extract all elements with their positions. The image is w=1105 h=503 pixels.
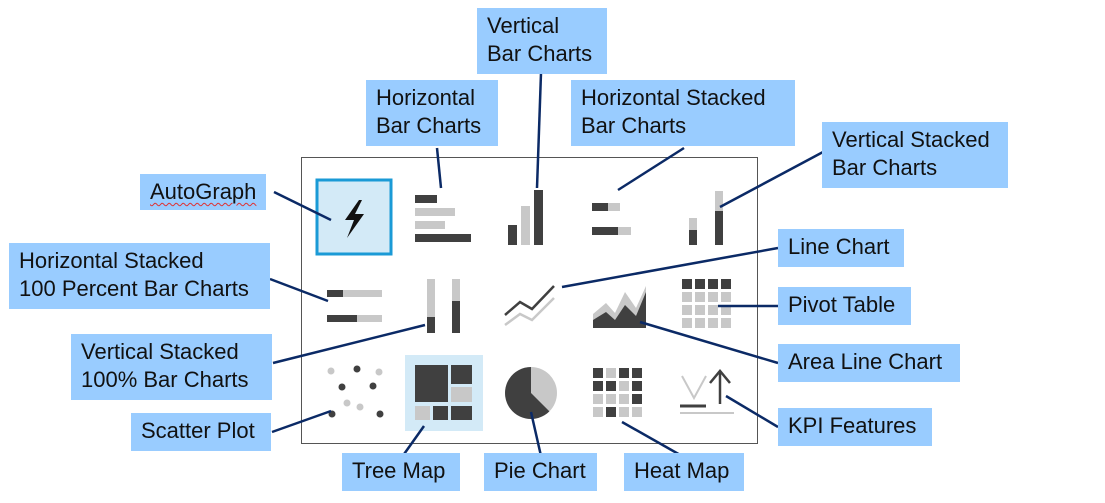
connector-tree-map: [400, 425, 426, 458]
tree-map-icon[interactable]: [405, 355, 483, 431]
horizontal-stacked-bar-chart-icon[interactable]: [592, 203, 631, 235]
grid-cell: [593, 368, 603, 378]
grid-cell: [695, 292, 705, 302]
horizontal-bar-chart-icon[interactable]: [415, 195, 471, 242]
label-line-chart: Line Chart: [778, 229, 904, 267]
grid-cell: [619, 381, 629, 391]
grid-cell: [682, 279, 692, 289]
connector-scatter-plot: [271, 409, 332, 434]
grid-cell: [632, 368, 642, 378]
label-vertical-bar: Vertical Bar Charts: [477, 8, 607, 74]
label-autograph: AutoGraph: [140, 174, 267, 210]
connector-vertical-stacked-100: [272, 323, 426, 365]
visualization-palette: [301, 157, 758, 444]
connector-horizontal-stacked-100: [269, 277, 329, 303]
grid-cell: [606, 368, 616, 378]
label-tree-map: Tree Map: [342, 453, 460, 491]
grid-cell: [721, 292, 731, 302]
grid-cell: [682, 318, 692, 328]
connector-horizontal-bar: [435, 147, 443, 189]
grid-cell: [593, 394, 603, 404]
connector-vertical-stacked: [719, 150, 824, 209]
grid-cell: [682, 305, 692, 315]
grid-cell: [708, 318, 718, 328]
connector-vertical-bar: [535, 72, 543, 189]
label-area-line-chart: Area Line Chart: [778, 344, 960, 382]
label-heat-map: Heat Map: [624, 453, 744, 491]
vertical-bar-chart-icon[interactable]: [508, 190, 543, 245]
grid-cell: [695, 305, 705, 315]
palette-icons: [315, 178, 734, 431]
label-scatter-plot: Scatter Plot: [131, 413, 271, 451]
label-pivot-table: Pivot Table: [778, 287, 911, 325]
grid-cell: [721, 279, 731, 289]
kpi-icon[interactable]: [680, 369, 734, 414]
grid-cell: [695, 279, 705, 289]
connector-pie-chart: [529, 411, 543, 457]
grid-cell: [593, 381, 603, 391]
grid-cell: [708, 292, 718, 302]
label-vertical-stacked-100: Vertical Stacked 100% Bar Charts: [71, 334, 272, 400]
grid-cell: [708, 305, 718, 315]
label-pie-chart: Pie Chart: [484, 453, 597, 491]
connector-line-chart: [561, 246, 779, 289]
connector-horizontal-stacked: [617, 146, 685, 192]
connector-kpi: [725, 394, 779, 429]
area-line-chart-icon[interactable]: [593, 286, 646, 328]
grid-cell: [619, 407, 629, 417]
grid-cell: [606, 407, 616, 417]
horizontal-stacked-100-bar-chart-icon[interactable]: [327, 290, 382, 322]
connector-heat-map: [621, 420, 683, 458]
grid-cell: [632, 381, 642, 391]
grid-cell: [708, 279, 718, 289]
pie-chart-icon[interactable]: [505, 367, 557, 419]
label-horizontal-bar: Horizontal Bar Charts: [366, 80, 498, 146]
vertical-stacked-100-bar-chart-icon[interactable]: [427, 279, 460, 333]
label-horizontal-stacked-100: Horizontal Stacked 100 Percent Bar Chart…: [9, 243, 270, 309]
connector-autograph: [273, 190, 332, 222]
grid-cell: [682, 292, 692, 302]
grid-cell: [721, 318, 731, 328]
vertical-stacked-bar-chart-icon[interactable]: [689, 191, 723, 245]
line-chart-icon[interactable]: [504, 285, 555, 327]
pivot-table-icon[interactable]: [682, 279, 731, 328]
grid-cell: [619, 368, 629, 378]
connector-area-line-chart: [639, 320, 779, 365]
label-horizontal-stacked: Horizontal Stacked Bar Charts: [571, 80, 795, 146]
grid-cell: [606, 394, 616, 404]
grid-cell: [721, 305, 731, 315]
grid-cell: [593, 407, 603, 417]
grid-cell: [632, 407, 642, 417]
heat-map-icon[interactable]: [593, 368, 642, 417]
grid-cell: [632, 394, 642, 404]
grid-cell: [619, 394, 629, 404]
label-vertical-stacked: Vertical Stacked Bar Charts: [822, 122, 1008, 188]
grid-cell: [695, 318, 705, 328]
label-kpi-features: KPI Features: [778, 408, 932, 446]
grid-cell: [606, 381, 616, 391]
autograph-icon[interactable]: [315, 178, 393, 256]
